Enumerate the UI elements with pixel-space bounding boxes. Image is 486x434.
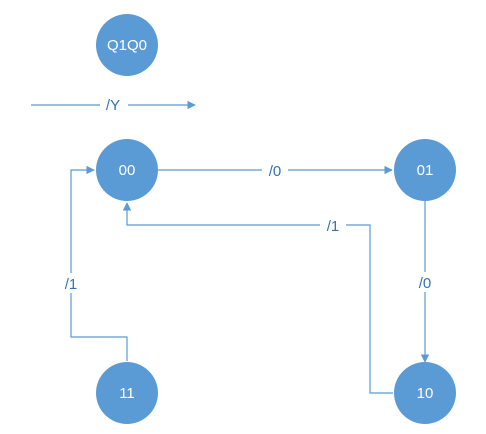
state-00-circle [96, 139, 158, 201]
state-10-circle [394, 362, 456, 424]
state-01-circle [394, 139, 456, 201]
state-11-label: 11 [119, 385, 135, 402]
state-node-11: 11 [96, 362, 158, 424]
legend-output-label: /Y [106, 97, 120, 114]
state-10-label: 10 [417, 385, 434, 402]
edge-11-to-00: /1 [58, 165, 128, 361]
legend-output-arrow: /Y [31, 95, 196, 115]
edge-10-00-label: /1 [327, 218, 340, 235]
edge-01-10-label: /0 [419, 275, 432, 292]
edge-11-00-label: /1 [65, 276, 78, 293]
state-11-circle [96, 362, 158, 424]
edge-10-00-label-bg [320, 215, 346, 235]
edge-01-10-label-bg [412, 272, 438, 292]
state-node-10: 10 [394, 362, 456, 424]
legend-label-bg [100, 95, 128, 115]
edge-11-00-label-bg [58, 273, 84, 293]
state-01-label: 01 [417, 162, 434, 179]
edge-01-to-10: /0 [412, 201, 438, 363]
edge-11-00-line [70, 165, 128, 361]
legend-node-circle [96, 14, 158, 76]
legend-state-node: Q1Q0 [96, 14, 158, 76]
state-node-00: 00 [96, 139, 158, 201]
edge-10-00-line [122, 202, 393, 394]
edge-10-to-00: /1 [122, 202, 393, 394]
edge-00-01-label-bg [262, 160, 288, 180]
legend-state-label: Q1Q0 [107, 37, 147, 54]
edge-00-to-01: /0 [158, 160, 393, 180]
state-00-label: 00 [119, 162, 136, 179]
edge-00-01-label: /0 [269, 163, 282, 180]
state-node-01: 01 [394, 139, 456, 201]
